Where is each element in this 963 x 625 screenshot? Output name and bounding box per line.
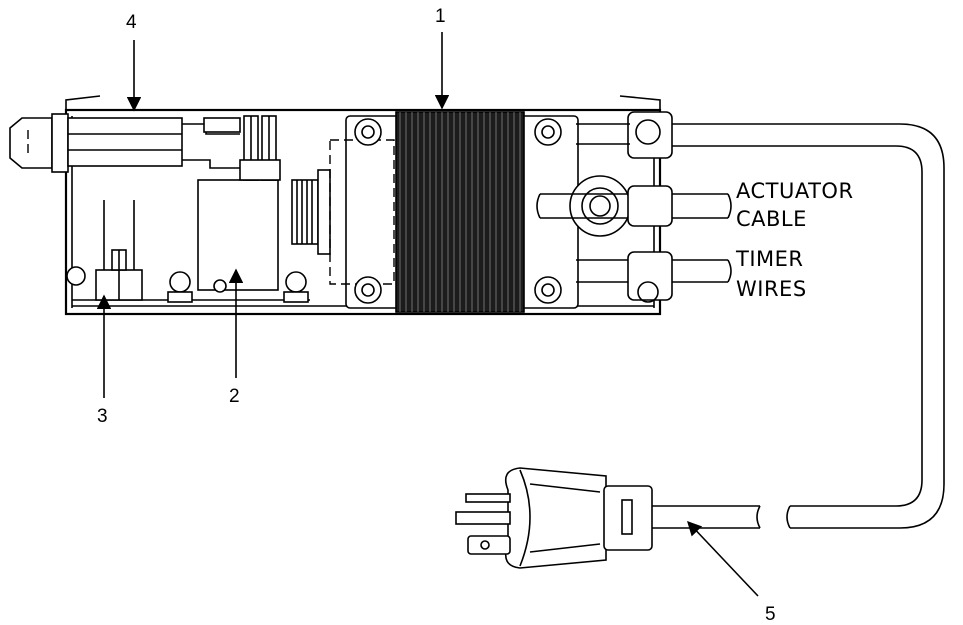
relay — [197, 115, 281, 291]
callout-1: 1 — [435, 6, 446, 27]
callout-3: 3 — [97, 406, 108, 427]
timer-label-line2: WIRES — [736, 277, 807, 301]
transformer — [291, 111, 579, 313]
callout-4: 4 — [126, 12, 137, 33]
transformer-nuts — [354, 118, 562, 304]
power-plug — [455, 467, 653, 569]
timer-label-line1: TIMER — [735, 247, 804, 271]
terminal-switch — [95, 200, 143, 301]
callout-5: 5 — [765, 604, 776, 625]
mounting-screws — [66, 266, 309, 303]
transformer-core-lines — [399, 112, 521, 312]
cable-entry — [536, 111, 732, 303]
leader-lines — [96, 32, 759, 597]
callout-2: 2 — [229, 386, 240, 407]
indicator-lamp — [9, 113, 241, 173]
power-cord — [650, 123, 945, 529]
actuator-label-line2: CABLE — [736, 207, 807, 231]
actuator-label-line1: ACTUATOR — [736, 179, 854, 203]
